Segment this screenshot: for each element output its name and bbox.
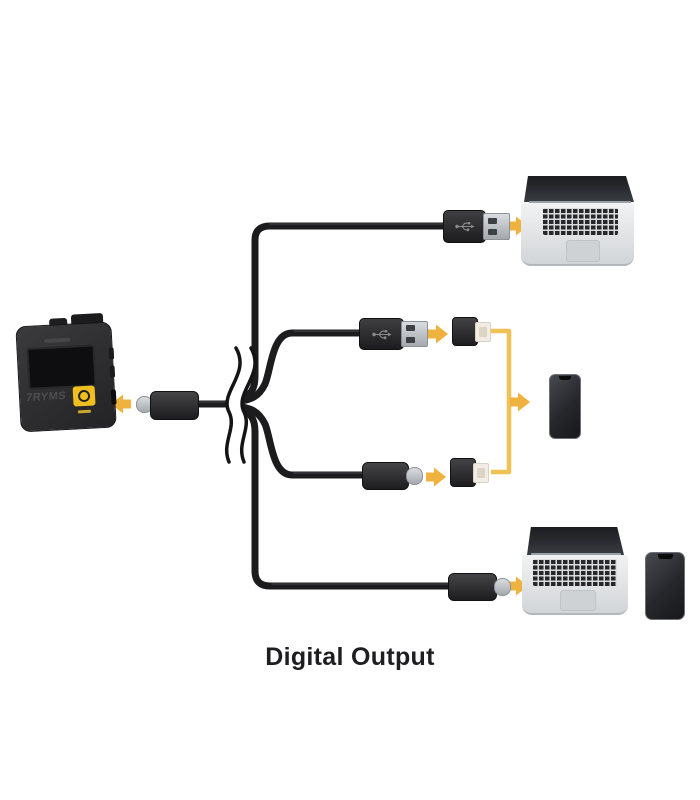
arrow-to-receiver-icon [111, 394, 131, 414]
branch2-usba-plug-icon [359, 318, 404, 350]
branch2-lightning-adapter-icon [452, 317, 478, 346]
receiver-brand-logo: 7RYMS [25, 389, 67, 405]
laptop-bottom-keyboard [533, 559, 617, 586]
arrow-branch1-to-laptop-icon [508, 216, 528, 236]
branch4-usbc-plug-icon [448, 573, 497, 601]
laptop-top-hinge [529, 201, 631, 204]
usba-contact-slot [488, 218, 497, 224]
branch4-usbc-tip-icon [494, 578, 511, 596]
record-circle-icon [77, 389, 91, 403]
diagram-caption: Digital Output [265, 643, 435, 671]
cable-break-gap [226, 344, 256, 466]
usb-trident-icon [371, 329, 391, 339]
laptop-bottom-screen [527, 527, 624, 555]
branch3-usbc-tip-icon [406, 467, 423, 485]
arrow-bracket-to-phone-icon [510, 392, 530, 412]
source-usbc-plug-icon [150, 391, 199, 420]
cable-break-mark-left [225, 346, 242, 464]
laptop-bottom-hinge [531, 553, 621, 556]
phone-notch-icon [559, 376, 571, 380]
receiver-side-button [109, 365, 116, 378]
branch-2-cable [228, 329, 370, 406]
branch1-usba-plug-icon [443, 210, 486, 243]
receiver-side-button [108, 347, 115, 360]
phone-middle [549, 374, 581, 439]
laptop-bottom-trackpad [560, 590, 596, 611]
receiver-device: 7RYMS [15, 312, 117, 433]
branch3-lightning-adapter-icon [450, 458, 476, 487]
branch2-usba-metal [401, 321, 428, 347]
branch-1-cable [228, 222, 451, 404]
usb-trident-icon [454, 222, 474, 232]
phone-bracket [491, 328, 512, 475]
branch1-usba-metal [483, 213, 510, 240]
receiver-mode-button [72, 385, 96, 407]
lightning-contact [478, 327, 488, 337]
branch3-usbc-plug-icon [362, 462, 409, 490]
usba-contact-slot [488, 229, 497, 235]
receiver-usbc-port [110, 389, 117, 405]
laptop-top-keyboard [543, 208, 618, 235]
receiver-screen [26, 344, 97, 390]
branch2-lightning-tip-icon [475, 322, 491, 342]
cable-break-mark-right [240, 346, 257, 464]
arrow-branch4-to-laptop-icon [508, 576, 528, 596]
lightning-contact [476, 468, 486, 478]
phone-notch-icon [657, 554, 673, 559]
laptop-top-trackpad [566, 240, 600, 262]
usba-contact-slot [406, 337, 415, 343]
laptop-top-screen [524, 176, 634, 202]
branch-3-cable [228, 402, 372, 479]
usba-contact-slot [406, 325, 415, 331]
arrow-branch3-to-adapter-icon [426, 467, 446, 487]
phone-bottom-right [645, 552, 685, 620]
arrow-branch2-to-adapter-icon [428, 324, 448, 344]
branch3-lightning-tip-icon [473, 463, 489, 483]
